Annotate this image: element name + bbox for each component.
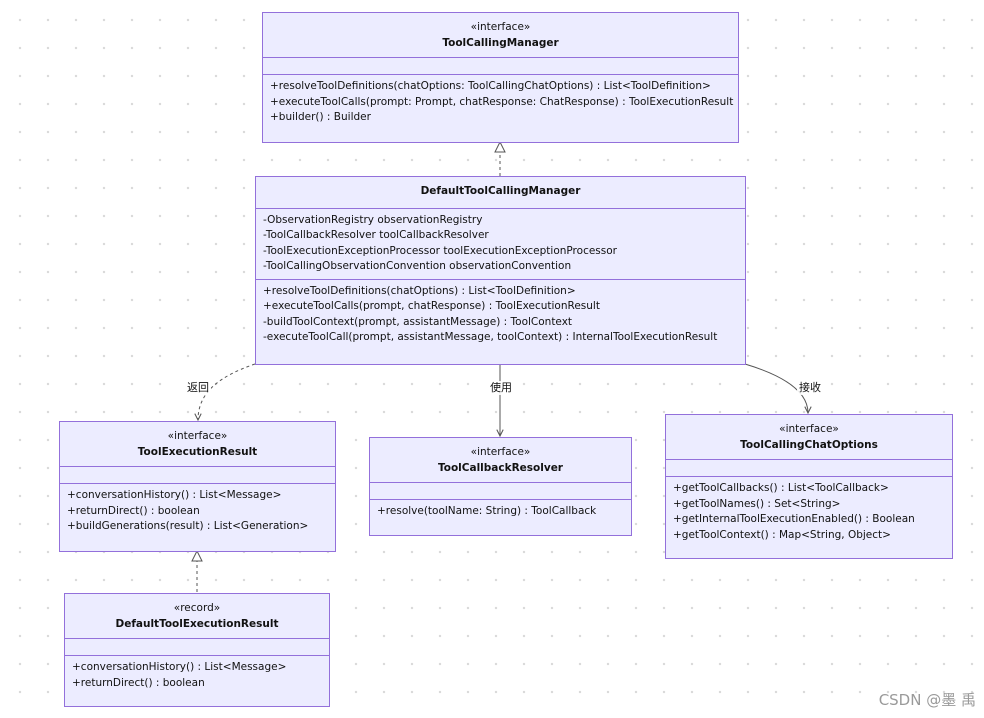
methods-section: +conversationHistory() : List<Message> +… bbox=[60, 484, 335, 539]
method: +builder() : Builder bbox=[270, 111, 371, 123]
attribute: -ToolCallbackResolver toolCallbackResolv… bbox=[263, 229, 489, 241]
class-name: ToolExecutionResult bbox=[137, 445, 258, 458]
attributes-section bbox=[65, 639, 329, 656]
class-header: «interface» ToolCallingManager bbox=[263, 13, 738, 58]
attributes-section bbox=[60, 467, 335, 484]
attributes-section bbox=[263, 58, 738, 75]
attribute: -ToolCallingObservationConvention observ… bbox=[263, 260, 572, 272]
class-name: ToolCallingChatOptions bbox=[740, 438, 878, 451]
attributes-section: -ObservationRegistry observationRegistry… bbox=[256, 209, 745, 280]
edge-label-returns: 返回 bbox=[185, 381, 211, 395]
stereotype: «interface» bbox=[470, 21, 531, 33]
methods-section: +conversationHistory() : List<Message> +… bbox=[65, 656, 329, 695]
methods-section: +resolve(toolName: String) : ToolCallbac… bbox=[370, 500, 631, 524]
class-name: ToolCallingManager bbox=[442, 36, 559, 49]
method: +getToolContext() : Map<String, Object> bbox=[673, 528, 891, 541]
class-name: ToolCallbackResolver bbox=[437, 461, 563, 474]
method: +returnDirect() : boolean bbox=[67, 504, 200, 517]
method: +getInternalToolExecutionEnabled() : Boo… bbox=[673, 513, 915, 525]
stereotype: «interface» bbox=[167, 430, 228, 442]
class-tool-callback-resolver[interactable]: «interface» ToolCallbackResolver +resolv… bbox=[369, 437, 632, 536]
class-header: «interface» ToolExecutionResult bbox=[60, 422, 335, 467]
stereotype: «record» bbox=[173, 602, 221, 614]
methods-section: +resolveToolDefinitions(chatOptions: Too… bbox=[263, 75, 738, 130]
class-header: «interface» ToolCallingChatOptions bbox=[666, 415, 952, 460]
methods-section: +getToolCallbacks() : List<ToolCallback>… bbox=[666, 477, 952, 547]
method: +resolve(toolName: String) : ToolCallbac… bbox=[377, 505, 597, 517]
method: +executeToolCalls(prompt, chatResponse) … bbox=[263, 300, 600, 312]
stereotype: «interface» bbox=[470, 446, 531, 458]
stereotype: «interface» bbox=[779, 423, 839, 435]
edge-label-uses: 使用 bbox=[488, 381, 514, 395]
method: +getToolCallbacks() : List<ToolCallback> bbox=[673, 482, 889, 494]
class-header: DefaultToolCallingManager bbox=[256, 177, 745, 209]
class-name: DefaultToolExecutionResult bbox=[115, 617, 279, 630]
method: +resolveToolDefinitions(chatOptions: Too… bbox=[270, 80, 711, 92]
method: -executeToolCall(prompt, assistantMessag… bbox=[263, 331, 718, 343]
attributes-section bbox=[666, 460, 952, 477]
class-default-tool-calling-manager[interactable]: DefaultToolCallingManager -ObservationRe… bbox=[255, 176, 746, 365]
edge-receives bbox=[744, 363, 808, 413]
watermark: CSDN @墨 禹 bbox=[878, 691, 976, 709]
method: +executeToolCalls(prompt: Prompt, chatRe… bbox=[270, 95, 734, 108]
method: +conversationHistory() : List<Message> bbox=[67, 489, 282, 501]
methods-section: +resolveToolDefinitions(chatOptions) : L… bbox=[256, 280, 745, 350]
class-tool-execution-result[interactable]: «interface» ToolExecutionResult +convers… bbox=[59, 421, 336, 552]
class-tool-calling-chat-options[interactable]: «interface» ToolCallingChatOptions +getT… bbox=[665, 414, 953, 559]
class-default-tool-execution-result[interactable]: «record» DefaultToolExecutionResult +con… bbox=[64, 593, 330, 707]
class-tool-calling-manager[interactable]: «interface» ToolCallingManager +resolveT… bbox=[262, 12, 739, 143]
method: +buildGenerations(result) : List<Generat… bbox=[67, 520, 309, 532]
method: +returnDirect() : boolean bbox=[72, 676, 205, 689]
class-header: «interface» ToolCallbackResolver bbox=[370, 438, 631, 483]
method: +resolveToolDefinitions(chatOptions) : L… bbox=[263, 284, 576, 297]
method: +getToolNames() : Set<String> bbox=[673, 497, 841, 510]
method: -buildToolContext(prompt, assistantMessa… bbox=[263, 315, 573, 328]
attribute: -ToolExecutionExceptionProcessor toolExe… bbox=[263, 244, 617, 257]
class-name: DefaultToolCallingManager bbox=[420, 185, 581, 197]
method: +conversationHistory() : List<Message> bbox=[72, 661, 287, 673]
edge-label-receives: 接收 bbox=[797, 381, 823, 395]
class-header: «record» DefaultToolExecutionResult bbox=[65, 594, 329, 639]
attributes-section bbox=[370, 483, 631, 500]
attribute: -ObservationRegistry observationRegistry bbox=[263, 213, 483, 226]
